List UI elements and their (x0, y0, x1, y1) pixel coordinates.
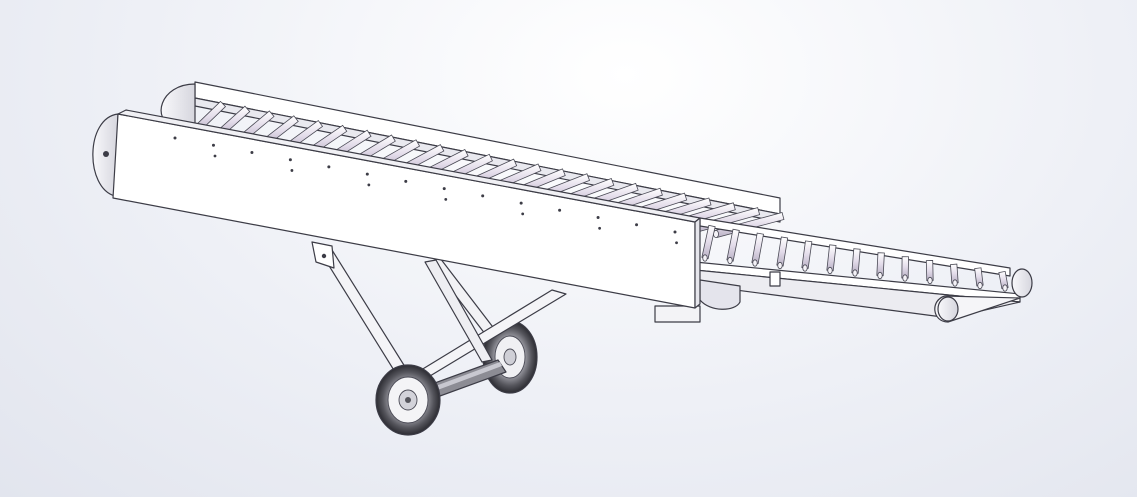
bolt-hole (558, 208, 562, 212)
bolt-hole (327, 165, 331, 169)
roller (701, 224, 716, 262)
bolt-hole (250, 150, 254, 154)
bolt-hole (213, 154, 217, 158)
main-frame-front-panel (92, 109, 701, 309)
bolt-hole (481, 194, 485, 198)
bolt-hole (173, 136, 177, 140)
bolt-hole (673, 230, 677, 234)
roller (776, 236, 789, 270)
bolt-hole (367, 183, 371, 187)
bolt-hole (288, 158, 292, 162)
bolt-hole (404, 179, 408, 183)
roller (851, 248, 861, 277)
roller (801, 240, 813, 272)
roller (925, 260, 934, 285)
bolt-hole (596, 216, 600, 220)
bolt-hole (211, 143, 215, 147)
panel-bolt-holes (173, 136, 678, 245)
bolt-hole (519, 201, 523, 205)
bolt-hole (521, 212, 525, 216)
roller (998, 270, 1009, 292)
bolt-hole (290, 169, 294, 172)
extension-end-drum (934, 268, 1033, 323)
front-wheel (375, 364, 441, 436)
bolt-hole (598, 226, 602, 230)
bolt-hole (635, 223, 639, 227)
roller (950, 263, 959, 287)
bolt-hole (442, 187, 446, 191)
roller (751, 232, 764, 267)
roller (974, 267, 984, 290)
extension-conveyor (654, 217, 1033, 323)
extension-roller-bed (701, 224, 1009, 292)
bolt-hole (365, 172, 369, 176)
roller (726, 228, 740, 265)
bolt-hole (675, 241, 678, 245)
roller (876, 252, 885, 280)
roller (826, 244, 837, 275)
bolt-hole (444, 197, 448, 201)
roller (901, 256, 909, 282)
